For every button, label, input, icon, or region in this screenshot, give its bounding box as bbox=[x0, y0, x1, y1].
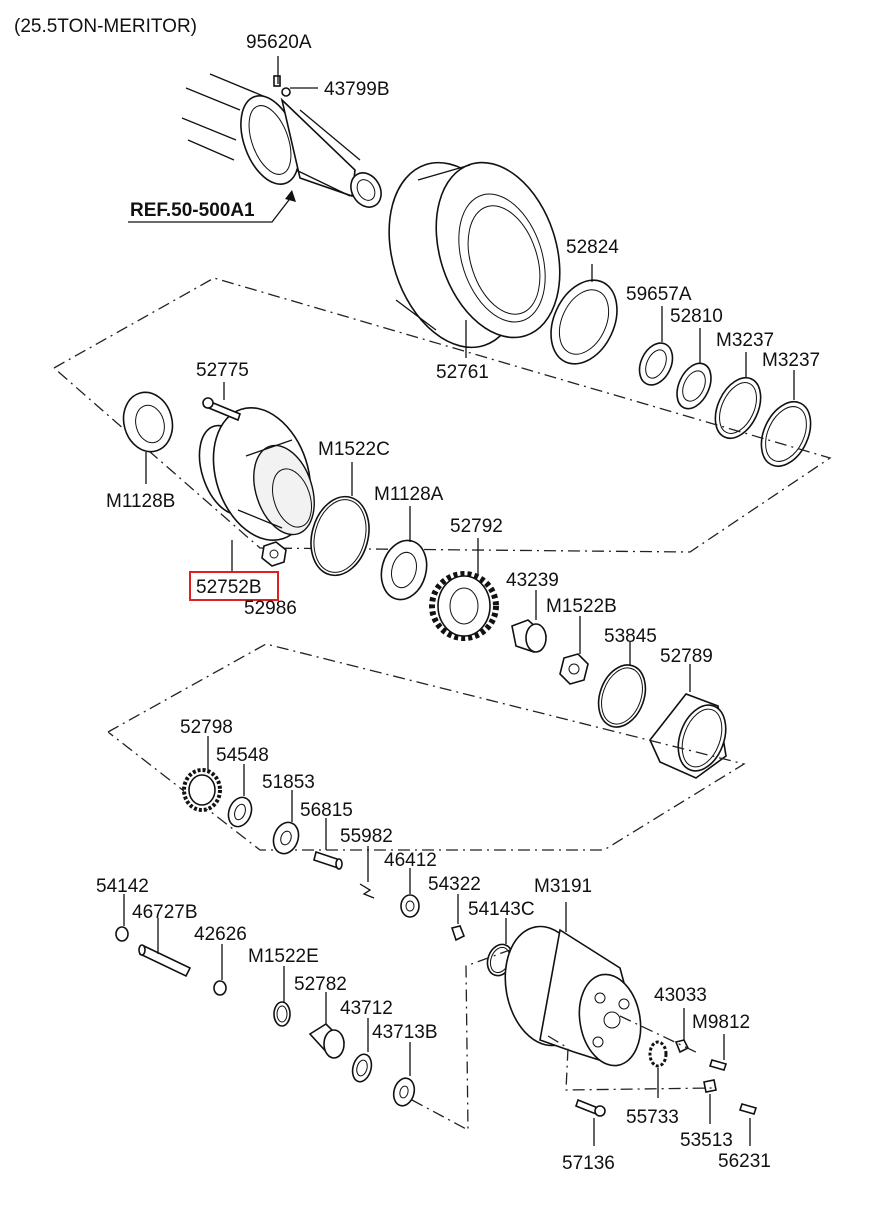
screw-M9812 bbox=[708, 1059, 728, 1071]
label-52810[interactable]: 52810 bbox=[670, 306, 723, 327]
screw-56231 bbox=[738, 1103, 758, 1115]
label-M1128B[interactable]: M1128B bbox=[106, 491, 175, 512]
label-52782[interactable]: 52782 bbox=[294, 974, 347, 995]
label-52986[interactable]: 52986 bbox=[244, 598, 297, 619]
label-54548[interactable]: 54548 bbox=[216, 745, 269, 766]
plug-53513 bbox=[703, 1079, 717, 1093]
nut-52986 bbox=[261, 541, 287, 567]
label-95620A[interactable]: 95620A bbox=[246, 32, 312, 53]
brake-drum-drawing bbox=[388, 161, 561, 349]
shaft-46727B bbox=[138, 944, 192, 978]
ring-52824 bbox=[550, 279, 618, 365]
cup-52789 bbox=[649, 693, 727, 779]
carrier-M3191 bbox=[504, 925, 642, 1067]
gear-52792 bbox=[429, 571, 499, 641]
label-M1522E[interactable]: M1522E bbox=[248, 946, 319, 967]
label-M9812[interactable]: M9812 bbox=[692, 1012, 750, 1033]
ring-53845 bbox=[597, 664, 647, 728]
bearing-M1128B bbox=[122, 391, 174, 453]
part-labels: 95620A 43799B REF.50-500A1 52824 59657A … bbox=[96, 32, 820, 1174]
label-52761[interactable]: 52761 bbox=[436, 362, 489, 383]
ref-label[interactable]: REF.50-500A1 bbox=[130, 200, 255, 221]
ring-M3237-b bbox=[760, 401, 812, 467]
label-52824[interactable]: 52824 bbox=[566, 237, 619, 258]
washer-43713B bbox=[392, 1077, 416, 1107]
label-52775[interactable]: 52775 bbox=[196, 360, 249, 381]
gear-52798 bbox=[182, 768, 222, 812]
label-43799B[interactable]: 43799B bbox=[324, 79, 390, 100]
label-46727B[interactable]: 46727B bbox=[132, 902, 198, 923]
label-M1522B[interactable]: M1522B bbox=[546, 596, 617, 617]
label-53513[interactable]: 53513 bbox=[680, 1130, 733, 1151]
label-43713B[interactable]: 43713B bbox=[372, 1022, 438, 1043]
washer-51853 bbox=[272, 821, 300, 855]
block-54322 bbox=[450, 925, 466, 942]
label-M1522C[interactable]: M1522C bbox=[318, 439, 390, 460]
washer-54548 bbox=[227, 796, 253, 828]
nut-M1522B bbox=[559, 653, 589, 685]
label-56815[interactable]: 56815 bbox=[300, 800, 353, 821]
ring-M1522E bbox=[273, 1001, 291, 1027]
hub-drawing bbox=[198, 406, 315, 542]
label-56231[interactable]: 56231 bbox=[718, 1151, 771, 1172]
label-52792[interactable]: 52792 bbox=[450, 516, 503, 537]
nut-43033 bbox=[674, 1039, 690, 1054]
label-54143C[interactable]: 54143C bbox=[468, 899, 535, 920]
washer-55733 bbox=[648, 1040, 668, 1068]
ring-M3237-a bbox=[714, 376, 762, 440]
ring-54142 bbox=[115, 926, 129, 942]
oring-M1522C bbox=[310, 495, 370, 577]
label-53845[interactable]: 53845 bbox=[604, 626, 657, 647]
washer-46412 bbox=[400, 894, 420, 918]
washer-43712 bbox=[351, 1053, 373, 1083]
highlight-box-52752B bbox=[189, 571, 279, 601]
bearing-M1128A bbox=[380, 539, 428, 601]
label-M3237-b[interactable]: M3237 bbox=[762, 350, 820, 371]
label-M3191[interactable]: M3191 bbox=[534, 876, 592, 897]
label-52752B[interactable]: 52752B bbox=[196, 577, 262, 598]
label-55733[interactable]: 55733 bbox=[626, 1107, 679, 1128]
label-52798[interactable]: 52798 bbox=[180, 717, 233, 738]
ring-59657A bbox=[638, 342, 674, 386]
clip-55982 bbox=[359, 883, 375, 899]
ring-52810 bbox=[676, 362, 712, 410]
label-46412[interactable]: 46412 bbox=[384, 850, 437, 871]
ring-42626 bbox=[213, 980, 227, 996]
label-55982[interactable]: 55982 bbox=[340, 826, 393, 847]
label-43239[interactable]: 43239 bbox=[506, 570, 559, 591]
label-43712[interactable]: 43712 bbox=[340, 998, 393, 1019]
label-54142[interactable]: 54142 bbox=[96, 876, 149, 897]
label-42626[interactable]: 42626 bbox=[194, 924, 247, 945]
ref-arrowhead bbox=[285, 190, 296, 202]
label-51853[interactable]: 51853 bbox=[262, 772, 315, 793]
label-M1128A[interactable]: M1128A bbox=[374, 484, 444, 505]
label-59657A[interactable]: 59657A bbox=[626, 284, 692, 305]
label-M3237-a[interactable]: M3237 bbox=[716, 330, 774, 351]
label-43033[interactable]: 43033 bbox=[654, 985, 707, 1006]
diagram-title: (25.5TON-MERITOR) bbox=[14, 16, 197, 37]
label-52789[interactable]: 52789 bbox=[660, 646, 713, 667]
label-57136[interactable]: 57136 bbox=[562, 1153, 615, 1174]
label-54322[interactable]: 54322 bbox=[428, 874, 481, 895]
axle-spindle-drawing bbox=[181, 73, 382, 208]
